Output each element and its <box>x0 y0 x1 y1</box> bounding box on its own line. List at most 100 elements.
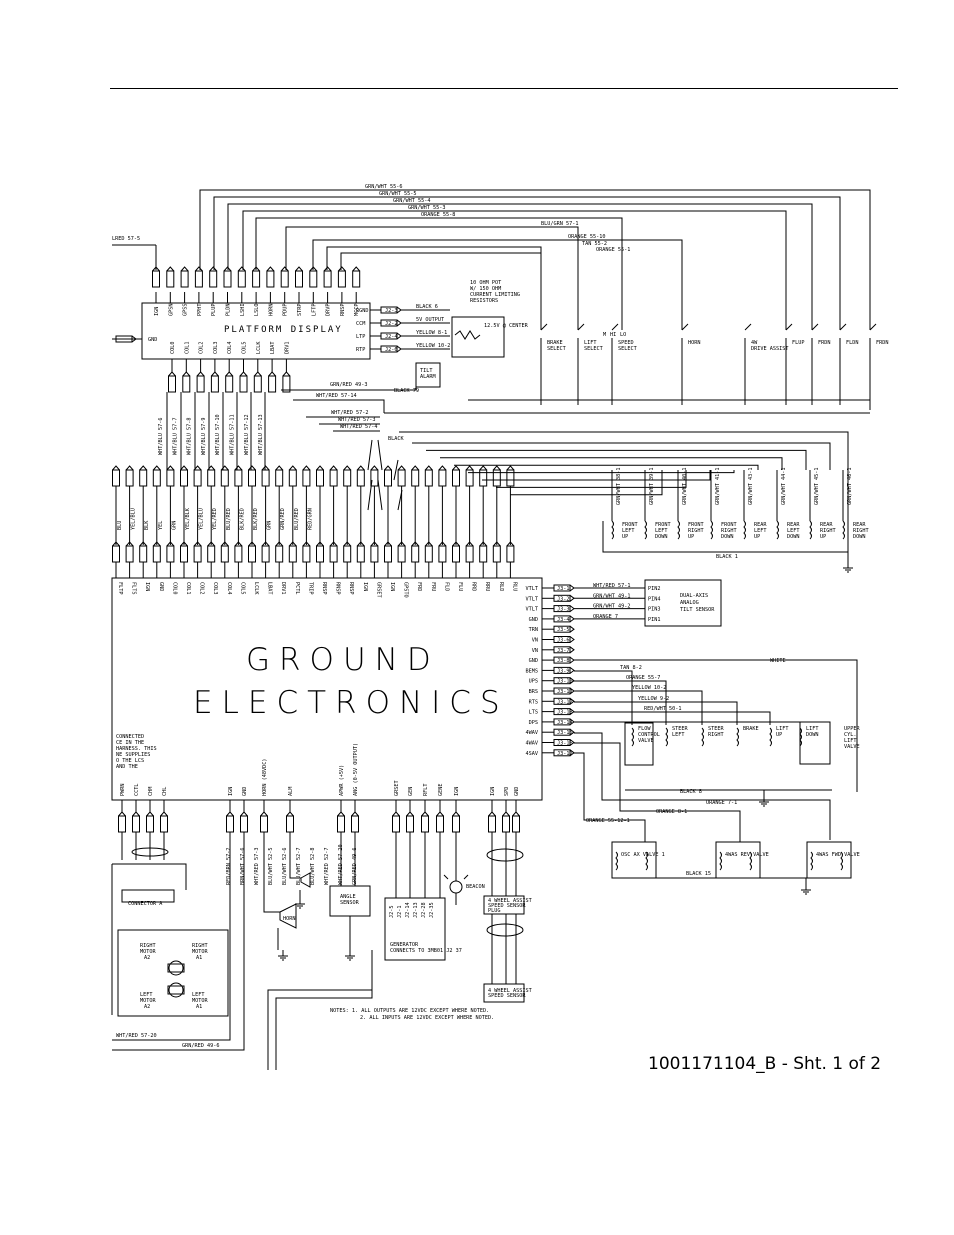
harness-lower-connector <box>275 545 284 563</box>
harness-short-label: BLU <box>117 521 123 530</box>
mid-wire <box>293 399 385 413</box>
connector-tip <box>370 541 379 547</box>
ge-right-pin: VN <box>532 648 538 654</box>
shape-layer <box>111 266 852 1017</box>
connector-tip <box>316 465 324 471</box>
ge-bottom-pin: PWRN <box>120 784 126 797</box>
switch-label: SELECT <box>618 346 637 352</box>
harness-short-label: GRN <box>267 521 273 530</box>
right-wire-label: YELLOW 9-2 <box>638 696 669 702</box>
harness-short-label: BLK/RED <box>239 508 245 530</box>
ge-bottom-pin: IGN <box>228 787 234 796</box>
right-valve-label: CONTROL <box>638 732 660 738</box>
ge-right-net: J3-14 <box>557 720 573 726</box>
harness-lower-connector <box>139 545 148 563</box>
sensor-shield-icon <box>486 848 524 862</box>
valve-label: LEFT <box>754 528 767 534</box>
angle-wire <box>340 860 356 950</box>
valve-coil-icon <box>743 520 746 540</box>
pd-top-pin: GPSS <box>183 304 189 317</box>
valve-wire-label: GRN/WHT 38-1 <box>616 468 622 505</box>
switch-blade <box>839 323 847 331</box>
pd-top-connector <box>337 270 346 288</box>
pd-gnd-pin: GND <box>148 337 157 343</box>
tilt-pin: PIN1 <box>648 617 661 623</box>
connector-tip <box>180 541 188 547</box>
bottom-wire-label: BLU/WHT 52-6 <box>282 848 288 885</box>
connector-tip <box>569 667 575 674</box>
connector-tip <box>438 541 447 547</box>
connector-tip <box>396 345 402 353</box>
ge-right-pin: BEMS <box>526 668 539 674</box>
ge-top-pin: GND <box>158 582 164 591</box>
flow-valve-box <box>624 722 654 766</box>
ge-right-pin: UPS <box>529 679 538 685</box>
alarm-wire <box>289 860 301 898</box>
pd-bottom-connector <box>253 375 262 393</box>
header-rule <box>110 88 898 89</box>
connector-tip <box>512 811 520 817</box>
harness-label: WHT/BLU 57-8 <box>187 418 193 455</box>
ge-right-connector <box>553 605 571 613</box>
ge-bottom-connector <box>132 815 140 833</box>
right-wire-label: WHITE <box>770 658 786 664</box>
pot-note: 10 OHM POT <box>470 280 501 286</box>
ge-right-net: J3-8 <box>557 658 570 664</box>
speed-sensor-label: SPEED SENSOR <box>488 903 526 909</box>
ge-right-pin: VTLT <box>526 607 539 613</box>
connector-tip <box>282 371 291 377</box>
valve-wire-label: GRN/WHT 43-1 <box>748 468 754 505</box>
pd-bottom-connector <box>282 375 291 393</box>
connector-tip <box>452 541 460 547</box>
switch-label: BRAKE <box>547 340 563 346</box>
harness-upper-connector <box>275 469 284 487</box>
connector-tip <box>112 465 120 471</box>
ge-top-pin: GPSTO <box>403 582 409 598</box>
bottom-valve-label: 4WAS REV VALVE <box>725 852 769 858</box>
bottom-wire-label: BLU/WHT 52-5 <box>268 848 274 885</box>
ge-top-pin: RRD <box>471 582 477 591</box>
connector-tip <box>240 811 248 817</box>
connector-tip <box>343 541 352 547</box>
motor-label: LEFT <box>140 992 153 998</box>
connector-tip <box>166 266 175 272</box>
connector-tip <box>452 811 460 817</box>
ge-bottom-connector <box>286 815 294 833</box>
tilt-alarm-box <box>415 362 441 388</box>
ge-top-pin: COL2 <box>199 582 205 595</box>
tilt-wire-label: ORANGE 7 <box>593 614 618 620</box>
harness-lower-connector <box>411 545 420 563</box>
connector-tip <box>248 541 256 547</box>
harness-label: WHT/BLU 57-10 <box>215 414 221 455</box>
valve-coil-icon <box>810 851 813 871</box>
connector-tip <box>424 541 433 547</box>
connector-tip <box>506 465 515 471</box>
pot-center-label: 12.5V @ CENTER <box>484 323 529 329</box>
harness-upper-connector <box>139 469 148 487</box>
connector-tip <box>569 605 575 612</box>
harness-upper-connector <box>356 469 365 487</box>
pd-bottom-pin: COL4 <box>227 342 233 355</box>
connector-tip <box>139 541 148 547</box>
valve-label: FRONT <box>655 522 671 528</box>
right-valve-wire <box>574 711 771 725</box>
pd-top-connector <box>280 270 289 288</box>
harness-lower-connector <box>193 545 202 563</box>
connector-tip <box>146 811 154 817</box>
harness-label: WHT/BLU 57-11 <box>230 414 236 455</box>
generator-pin: J2-13 <box>413 902 419 918</box>
beacon-label: BEACON <box>466 884 485 890</box>
valve-wire-label: GRN/WHT 39-1 <box>649 468 655 505</box>
motor-label: MOTOR <box>140 949 156 955</box>
speed-sensor-label: 4 WHEEL ASSIST <box>488 988 532 994</box>
pd-top-connector <box>237 270 246 288</box>
pd-right-net: J2-6 <box>385 347 398 353</box>
ge-top-pin: RNSP <box>335 582 341 595</box>
tilt-sensor-label: ANALOG <box>680 600 699 606</box>
ge-right-pin: RTS <box>529 699 538 705</box>
pd-right-net: J2-4 <box>385 334 398 340</box>
ge-top-pin: COL3 <box>212 582 218 595</box>
connector-tip <box>234 465 243 471</box>
return-wire-label: WHT/RED 57-20 <box>116 1033 157 1039</box>
ge-bottom-connector <box>502 815 510 833</box>
